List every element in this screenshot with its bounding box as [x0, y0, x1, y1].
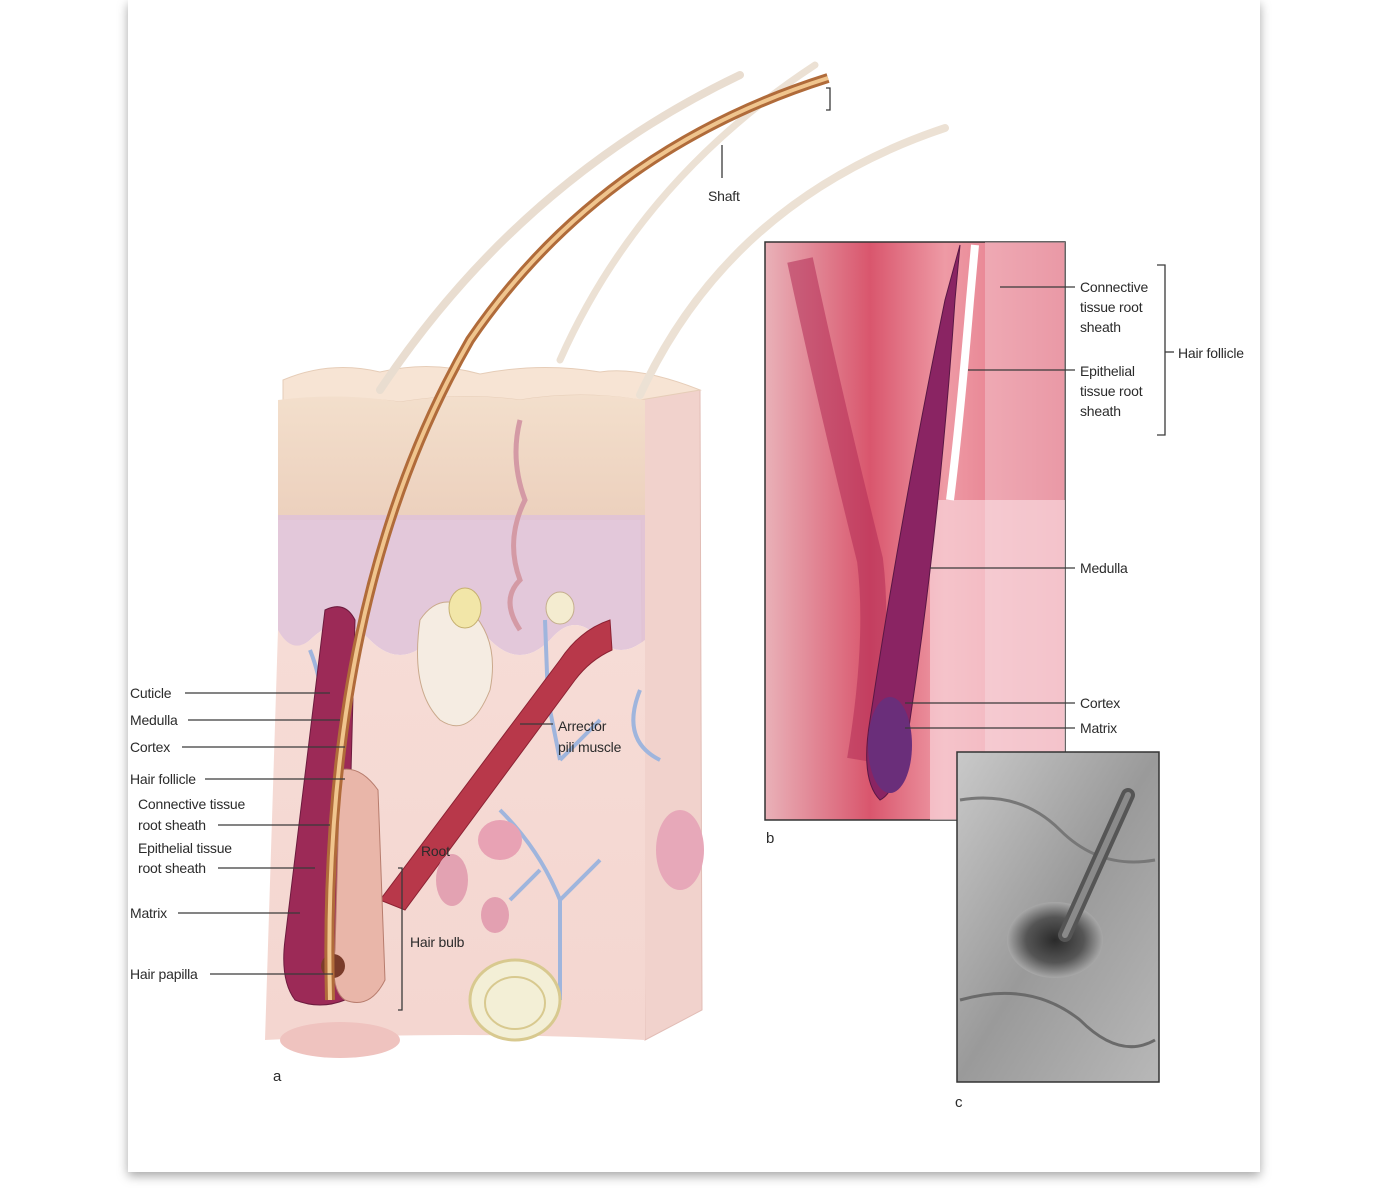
label-matrix-b: Matrix — [1080, 718, 1117, 738]
sem-micrograph — [957, 752, 1159, 1082]
label-connective-b-line2: tissue root — [1080, 297, 1142, 317]
label-arrector-line2: pili muscle — [558, 737, 621, 757]
label-hair-follicle-b: Hair follicle — [1178, 343, 1244, 363]
label-connective-b-line1: Connective — [1080, 277, 1148, 297]
label-connective-tissue-a-line1: Connective tissue — [138, 794, 245, 814]
label-epithelial-b-line3: sheath — [1080, 401, 1121, 421]
label-root: Root — [421, 841, 450, 861]
label-medulla-a: Medulla — [130, 710, 178, 730]
label-connective-b-line3: sheath — [1080, 317, 1121, 337]
label-matrix-a: Matrix — [130, 903, 167, 923]
label-connective-tissue-a-line2: root sheath — [138, 815, 206, 835]
panel-letter-c: c — [955, 1094, 963, 1111]
label-hair-follicle-a: Hair follicle — [130, 769, 196, 789]
label-medulla-b: Medulla — [1080, 558, 1128, 578]
label-arrector-line1: Arrector — [558, 716, 606, 736]
label-cortex-b: Cortex — [1080, 693, 1120, 713]
panel-letter-a: a — [273, 1068, 281, 1085]
label-shaft: Shaft — [708, 186, 740, 206]
label-epithelial-b-line2: tissue root — [1080, 381, 1142, 401]
label-epithelial-tissue-a-line1: Epithelial tissue — [138, 838, 232, 858]
label-hair-papilla: Hair papilla — [130, 964, 198, 984]
label-epithelial-tissue-a-line2: root sheath — [138, 858, 206, 878]
label-epithelial-b-line1: Epithelial — [1080, 361, 1135, 381]
histology-micrograph — [765, 242, 1065, 820]
label-cuticle: Cuticle — [130, 683, 171, 703]
label-cortex-a: Cortex — [130, 737, 170, 757]
label-hair-bulb: Hair bulb — [410, 932, 464, 952]
panel-letter-b: b — [766, 830, 774, 847]
